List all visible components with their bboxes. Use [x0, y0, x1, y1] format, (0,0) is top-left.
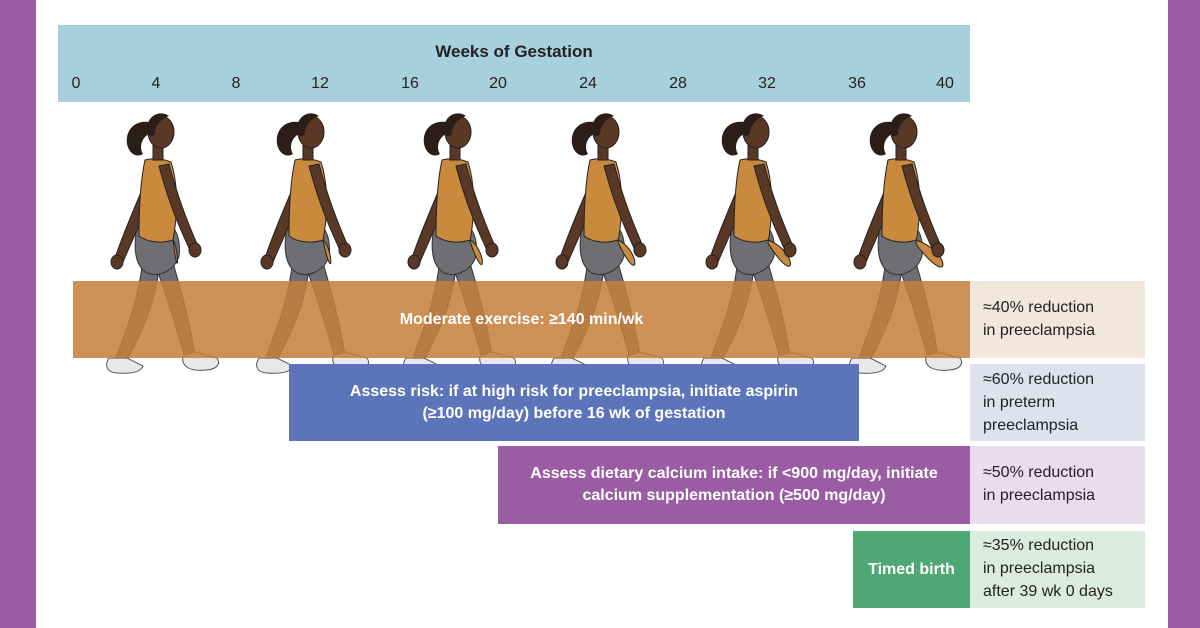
week-tick-label: 32 — [758, 75, 776, 92]
outcome-line: ≈50% reduction — [983, 464, 1095, 481]
week-tick-label: 36 — [848, 75, 866, 92]
outcome-line: preeclampsia — [983, 417, 1079, 434]
timed-birth-outcome-box: ≈35% reduction in preeclampsia after 39 … — [970, 531, 1145, 608]
calcium-intervention-bar: Assess dietary calcium intake: if <900 m… — [498, 446, 970, 524]
calcium-outcome-box: ≈50% reduction in preeclampsia — [970, 446, 1145, 524]
timed-birth-bar: Timed birth — [853, 531, 970, 608]
outcome-line: after 39 wk 0 days — [983, 583, 1113, 600]
walking-pregnant-woman-icon — [95, 108, 225, 378]
calcium-label-line1: Assess dietary calcium intake: if <900 m… — [530, 465, 938, 482]
exercise-label: Moderate exercise: ≥140 min/wk — [399, 310, 644, 328]
aspirin-intervention-bar: Assess risk: if at high risk for preecla… — [289, 364, 859, 441]
exercise-intervention-bar: Moderate exercise: ≥140 min/wk — [73, 281, 970, 358]
outcome-line: ≈60% reduction — [983, 371, 1095, 388]
outcome-line: ≈35% reduction — [983, 537, 1095, 554]
outcome-line: in preeclampsia — [983, 560, 1096, 577]
aspirin-label-line1: Assess risk: if at high risk for preecla… — [349, 382, 799, 400]
week-tick-label: 40 — [936, 75, 954, 92]
week-tick-label: 12 — [311, 75, 329, 92]
outcome-line: in preeclampsia — [983, 322, 1096, 339]
aspirin-outcome-box: ≈60% reduction in preterm preeclampsia — [970, 364, 1145, 441]
timeline-title: Weeks of Gestation — [435, 42, 593, 61]
week-tick-label: 16 — [401, 75, 419, 92]
gestation-timeline-header: Weeks of Gestation 0 4 8 12 16 20 24 28 … — [58, 25, 970, 102]
outcome-line: in preeclampsia — [983, 487, 1096, 504]
week-tick-label: 0 — [71, 75, 81, 92]
exercise-outcome-box: ≈40% reduction in preeclampsia — [970, 281, 1145, 358]
week-tick-label: 28 — [669, 75, 687, 92]
outcome-line: ≈40% reduction — [983, 299, 1095, 316]
outcome-line: in preterm — [983, 394, 1056, 411]
aspirin-label-line2: (≥100 mg/day) before 16 wk of gestation — [422, 404, 726, 422]
calcium-label-line2: calcium supplementation (≥500 mg/day) — [582, 487, 886, 504]
week-tick-label: 4 — [151, 75, 161, 92]
week-tick-label: 8 — [231, 75, 241, 92]
week-tick-label: 24 — [579, 75, 597, 92]
timed-birth-label: Timed birth — [868, 560, 955, 578]
week-tick-label: 20 — [489, 75, 507, 92]
